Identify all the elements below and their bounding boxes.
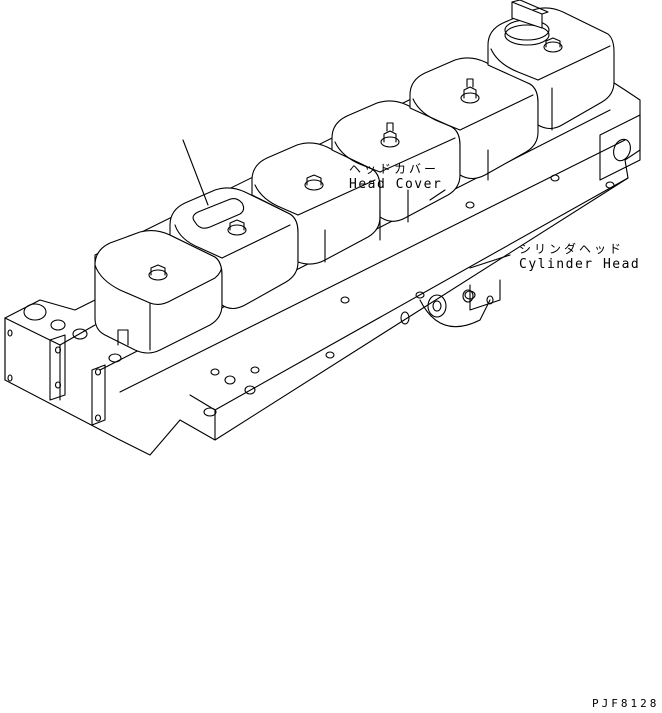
head-cover-label-jp: ヘッドカバー [349, 162, 440, 176]
cylinder-head-label-jp: シリンダヘッド [519, 242, 625, 256]
cylinder-head-label: シリンダヘッド Cylinder Head [519, 241, 640, 273]
drawing-code: PJF8128 [592, 697, 660, 710]
head-cover-label: ヘッドカバー Head Cover [349, 161, 442, 193]
leader-lines [182, 139, 511, 269]
head-covers [94, 0, 615, 354]
cylinder-head-label-en: Cylinder Head [519, 257, 641, 272]
head-cover-label-en: Head Cover [349, 177, 443, 192]
